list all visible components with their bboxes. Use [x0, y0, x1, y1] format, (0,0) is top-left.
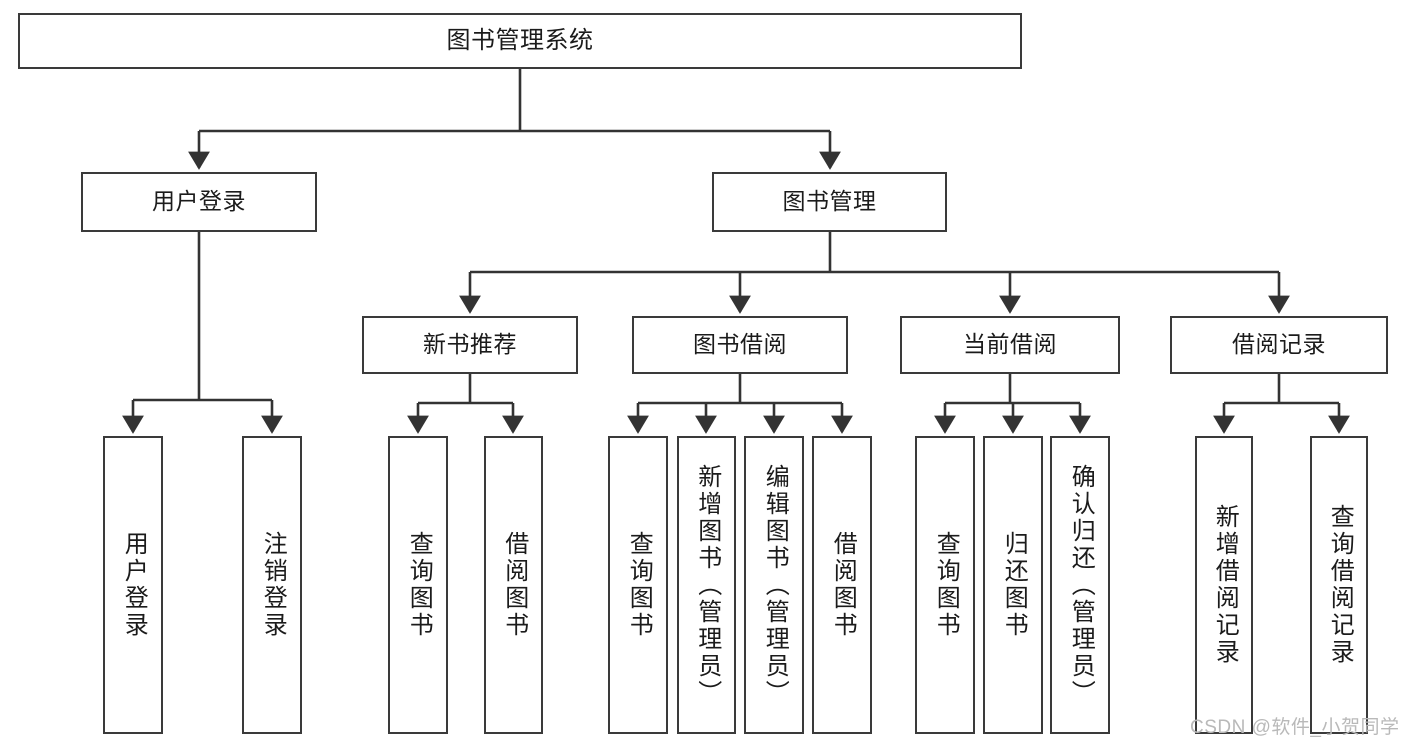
node-current-borrow-label: 当前借阅	[963, 331, 1057, 358]
node-book-manage-label: 图书管理	[782, 188, 877, 215]
node-book-borrow-label: 图书借阅	[693, 331, 787, 358]
edge-group-root	[188, 69, 841, 170]
csdn-watermark: CSDN @软件_小贺同学	[1190, 717, 1400, 738]
node-new-book-recommend-label: 新书推荐	[423, 331, 517, 358]
edge-group-new-book-recommend	[407, 374, 524, 434]
edge-group-user-login	[122, 232, 283, 434]
node-leaf-user-login[interactable]: 用户登录	[103, 436, 163, 734]
node-borrow-record-label: 借阅记录	[1232, 331, 1326, 358]
node-book-borrow[interactable]: 图书借阅	[632, 316, 848, 374]
node-leaf-confirm-return[interactable]: 确认归还（管理员）	[1050, 436, 1110, 734]
node-user-login-label: 用户登录	[152, 188, 246, 215]
node-current-borrow[interactable]: 当前借阅	[900, 316, 1120, 374]
edge-group-borrow-record	[1213, 374, 1350, 434]
node-user-login[interactable]: 用户登录	[81, 172, 317, 232]
node-leaf-add-record-label: 新增借阅记录	[1211, 504, 1239, 666]
node-leaf-query-book-3-label: 查询图书	[932, 531, 960, 639]
node-leaf-query-book-3[interactable]: 查询图书	[915, 436, 975, 734]
node-leaf-return-book-label: 归还图书	[1000, 531, 1028, 639]
node-leaf-borrow-book-1-label: 借阅图书	[500, 531, 528, 639]
node-leaf-query-record-label: 查询借阅记录	[1326, 504, 1354, 666]
node-book-manage[interactable]: 图书管理	[712, 172, 947, 232]
node-leaf-add-book[interactable]: 新增图书（管理员）	[677, 436, 736, 734]
node-borrow-record[interactable]: 借阅记录	[1170, 316, 1388, 374]
node-leaf-query-book-2-label: 查询图书	[625, 531, 653, 639]
node-leaf-edit-book-label: 编辑图书（管理员）	[761, 463, 789, 707]
node-leaf-query-book-2[interactable]: 查询图书	[608, 436, 668, 734]
node-leaf-user-login-label: 用户登录	[120, 531, 148, 639]
node-leaf-return-book[interactable]: 归还图书	[983, 436, 1043, 734]
node-leaf-logout-label: 注销登录	[259, 531, 287, 639]
node-leaf-add-book-label: 新增图书（管理员）	[693, 463, 721, 707]
edge-group-book-borrow	[627, 374, 853, 434]
edge-group-current-borrow	[934, 374, 1091, 434]
node-leaf-add-record[interactable]: 新增借阅记录	[1195, 436, 1253, 734]
node-leaf-edit-book[interactable]: 编辑图书（管理员）	[744, 436, 804, 734]
node-leaf-borrow-book-2[interactable]: 借阅图书	[812, 436, 872, 734]
edge-group-book-manage	[459, 232, 1290, 314]
node-root-label: 图书管理系统	[446, 26, 594, 54]
node-leaf-logout[interactable]: 注销登录	[242, 436, 302, 734]
node-root[interactable]: 图书管理系统	[18, 13, 1022, 69]
node-leaf-confirm-return-label: 确认归还（管理员）	[1067, 463, 1095, 707]
node-new-book-recommend[interactable]: 新书推荐	[362, 316, 578, 374]
node-leaf-query-record[interactable]: 查询借阅记录	[1310, 436, 1368, 734]
node-leaf-query-book-1[interactable]: 查询图书	[388, 436, 448, 734]
node-leaf-borrow-book-1[interactable]: 借阅图书	[484, 436, 543, 734]
node-leaf-borrow-book-2-label: 借阅图书	[829, 531, 857, 639]
node-leaf-query-book-1-label: 查询图书	[405, 531, 433, 639]
